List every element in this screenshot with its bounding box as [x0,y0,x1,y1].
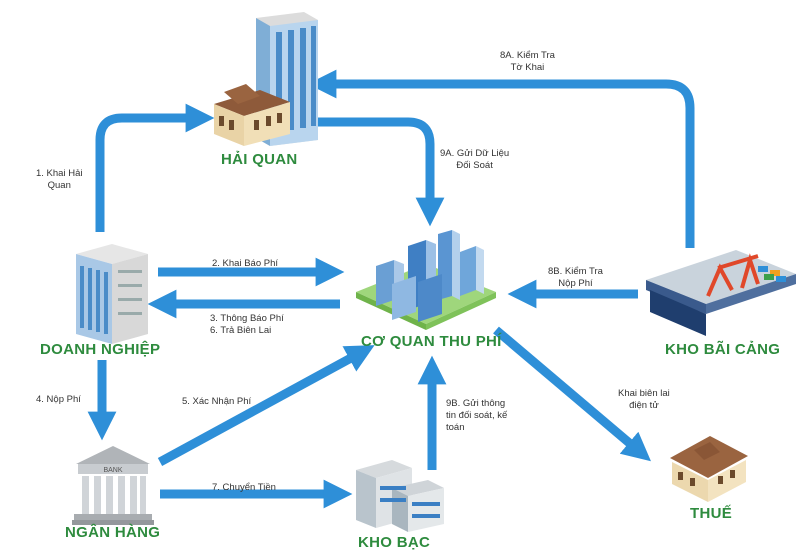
bank-building-icon: BANK [72,446,154,525]
node-label-ngan-hang: NGÂN HÀNG [65,524,161,541]
treasury-building-icon [356,460,444,532]
edge-label-4: 4. Nộp Phí [36,394,81,405]
fee-agency-city-icon [356,230,496,330]
arrow-5-xac-nhan-phi [157,345,375,466]
tax-office-house-icon [670,436,748,502]
edge-label-2: 2. Khai Báo Phí [212,258,279,269]
enterprise-building-icon [76,244,148,344]
arrow-khai-bien-lai [493,326,651,462]
customs-building-icon [214,12,318,146]
edge-label-7: 7. Chuyển Tiền [212,482,276,493]
node-label-co-quan-thu-phi: CƠ QUAN THU PHÍ [361,333,502,350]
node-label-kho-bac: KHO BẠC [358,534,431,551]
node-label-kho-bai-cang: KHO BÃI CẢNG [665,341,781,358]
bank-sign: BANK [103,467,122,474]
node-label-doanh-nghiep: DOANH NGHIỆP [40,341,161,358]
arrow-9a-gui-du-lieu [318,117,445,227]
edge-label-5: 5. Xác Nhận Phí [182,396,252,407]
node-label-hai-quan: HẢI QUAN [221,151,298,168]
arrow-1-khai-hai-quan [95,103,215,232]
port-warehouse-crane-icon [646,250,796,336]
node-label-thue: THUẾ [690,505,733,522]
arrow-8a-kiem-tra-to-khai [307,69,695,248]
